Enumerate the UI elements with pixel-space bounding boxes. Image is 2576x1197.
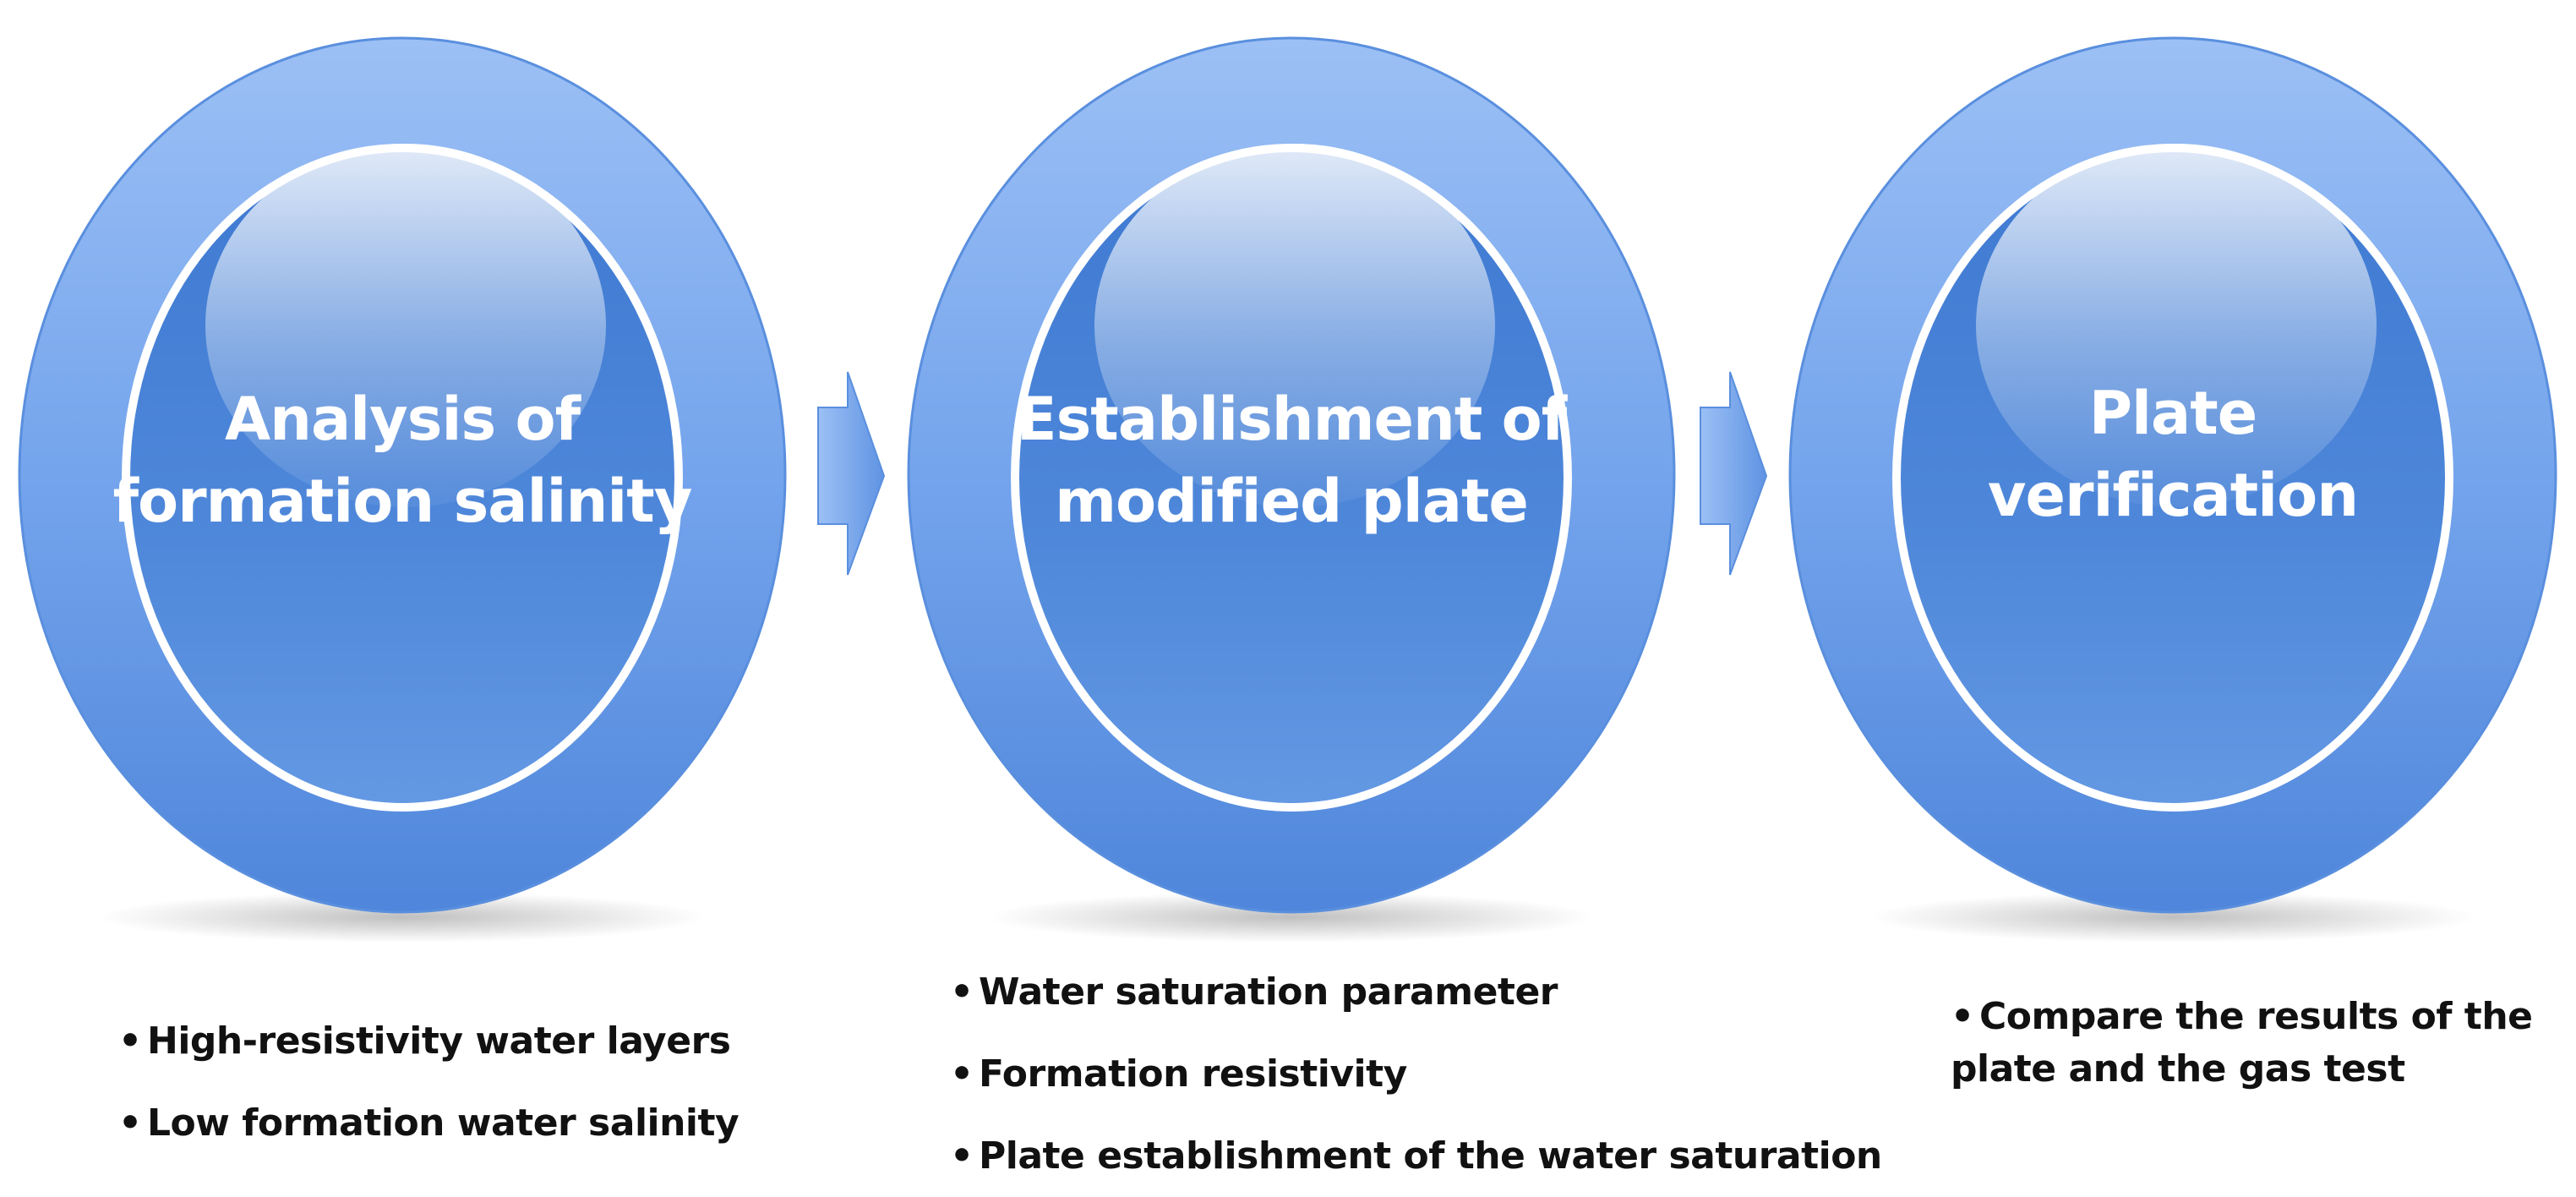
arrow-right-icon [817,371,886,576]
step-1-bullet-list: High-resistivity water layers Low format… [118,1000,740,1164]
step-2-title-line-2: modified plate [1055,467,1528,536]
step-2-bullet-3: Plate establishment of the water saturat… [950,1115,1882,1197]
step-2-title-line-1: Establishment of [1017,385,1569,454]
step-1-title-line-2: formation salinity [113,467,692,536]
step-1-bullet-2: Low formation water salinity [118,1082,740,1164]
step-1-circle: Analysis of formation salinity [18,36,787,943]
step-1-title-line-1: Analysis of [225,385,582,454]
step-3-bullet-list: Compare the results of the plate and the… [1951,991,2559,1096]
step-2-circle: Establishment of modified plate [907,36,1676,943]
step-2-bullet-2: Formation resistivity [950,1033,1882,1115]
step-1-bullet-1: High-resistivity water layers [118,1000,739,1082]
step-3-circle: Plate verification [1788,36,2557,943]
step-3-bullet-1: Compare the results of the plate and the… [1951,991,2559,1096]
step-2-bullet-1: Water saturation parameter [950,951,1882,1033]
arrow-right-icon [1700,371,1768,576]
step-3-title-line-2: verification [1988,461,2358,530]
step-3-title-line-1: Plate [2089,379,2257,448]
step-2-bullet-list: Water saturation parameter Formation res… [950,951,1882,1197]
